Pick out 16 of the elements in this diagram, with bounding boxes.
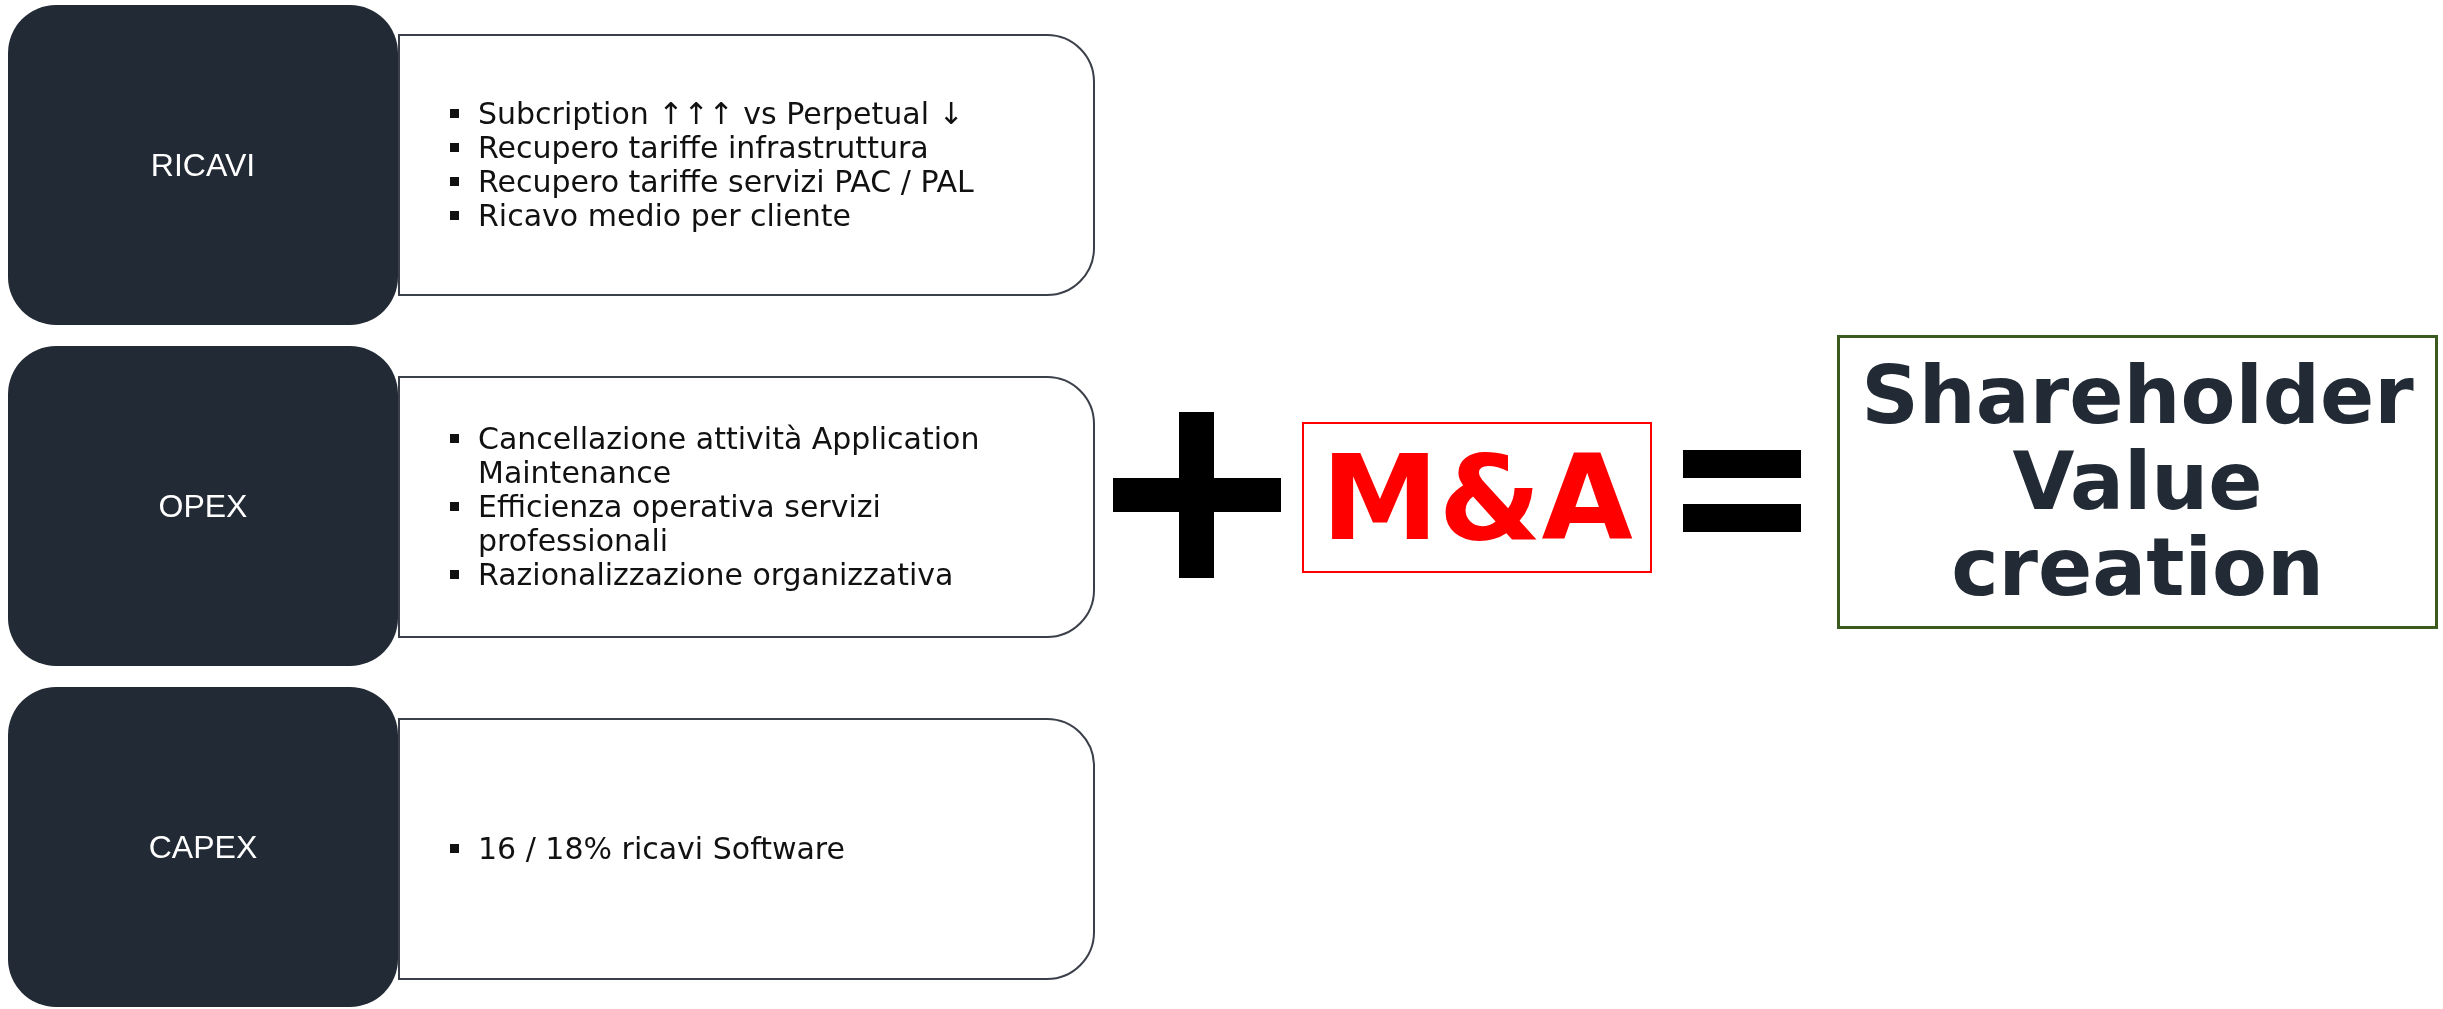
bullet-list-box [398,376,1095,638]
bullet-item: Subcription ↑↑↑ vs Perpetual ↓ [450,97,1063,131]
bullet-item: 16 / 18% ricavi Software [450,832,1063,866]
category-box: RICAVI [8,5,398,325]
bullet-item: Recupero tariffe infrastruttura [450,131,1063,165]
bullet-item: Recupero tariffe servizi PAC / PAL [450,165,1063,199]
category-box: CAPEX [8,687,398,1007]
bullet-item: Ricavo medio per cliente [450,199,1063,233]
bullet-item: Cancellazione attività Application Maintenance [450,422,1063,490]
bullet-item: Efficienza operativa servizi professionali [450,490,1063,558]
category-box: OPEX [8,346,398,666]
result-box: Shareholder Value creation [1837,335,2438,629]
bullet-list-box [398,718,1095,980]
label-box: M&A [1302,422,1652,573]
bullet-item: Razionalizzazione organizzativa [450,558,1063,592]
bullet-list-box [398,34,1095,296]
